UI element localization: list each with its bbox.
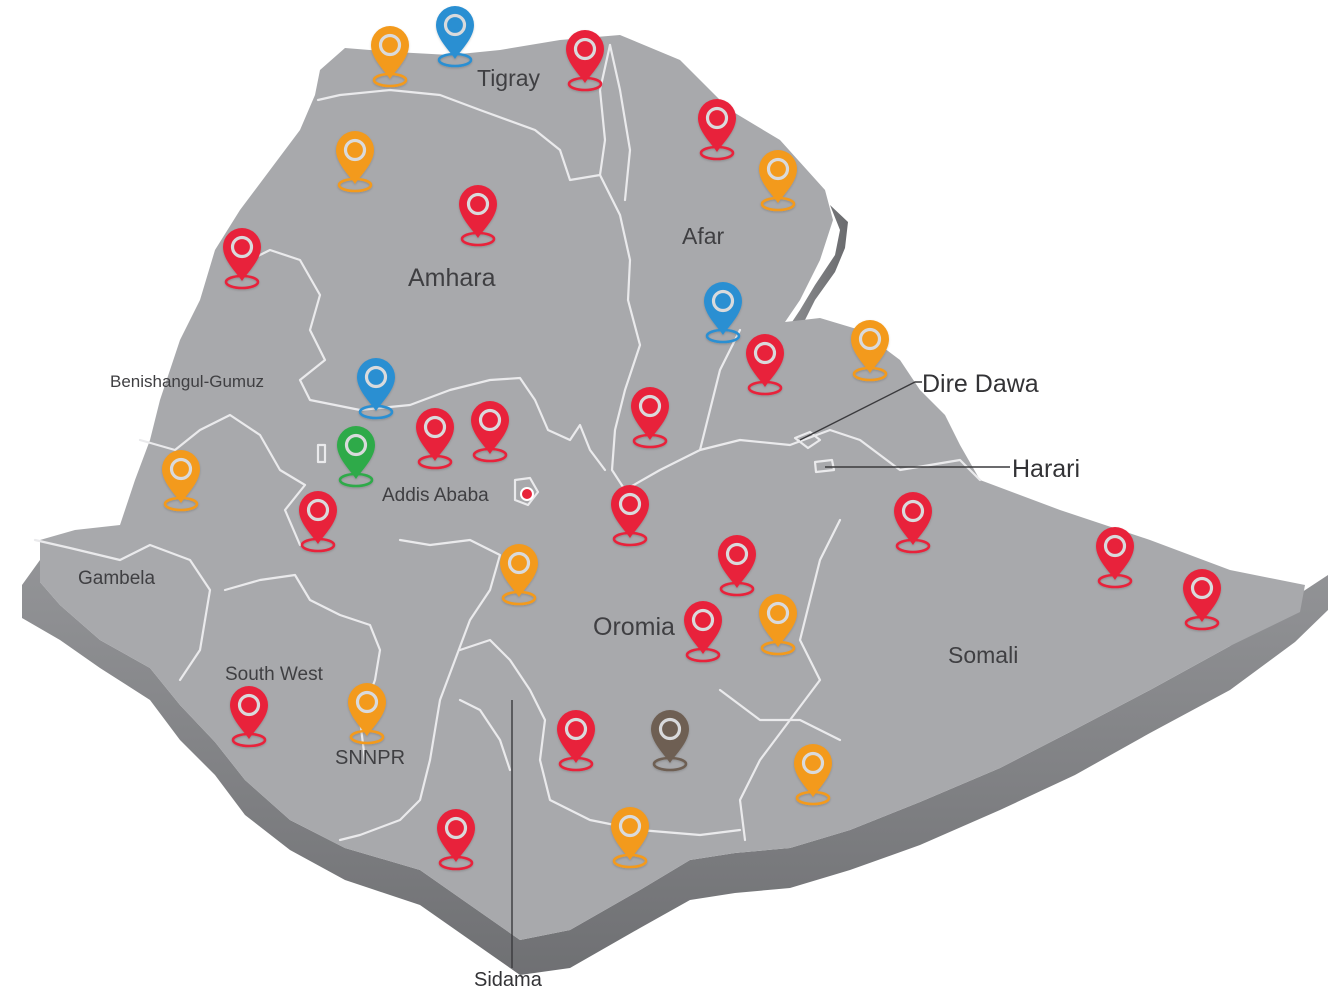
- red-location-pin-icon: [557, 710, 595, 772]
- red-location-pin-icon: [894, 492, 932, 554]
- red-location-pin-icon: [1183, 569, 1221, 631]
- region-label-south-west: South West: [225, 664, 324, 685]
- region-label-snnpr: SNNPR: [335, 747, 405, 769]
- red-location-pin-icon: [718, 535, 756, 597]
- region-label-gambela: Gambela: [78, 568, 156, 589]
- orange-location-pin-icon: [371, 26, 409, 88]
- region-label-amhara: Amhara: [408, 264, 496, 292]
- blue-location-pin-icon: [357, 358, 395, 420]
- region-label-tigray: Tigray: [477, 65, 541, 91]
- callout-labels: Dire Dawa Harari Sidama: [474, 370, 1080, 991]
- red-location-pin-icon: [684, 601, 722, 663]
- red-location-pin-icon: [223, 228, 261, 290]
- capital-dot: [520, 487, 534, 501]
- orange-location-pin-icon: [794, 744, 832, 806]
- map-extrusion: [22, 205, 1328, 975]
- red-location-pin-icon: [459, 185, 497, 247]
- region-label-addis-ababa: Addis Ababa: [382, 485, 489, 506]
- red-location-pin-icon: [1096, 527, 1134, 589]
- land-top: [40, 35, 1305, 940]
- orange-location-pin-icon: [500, 544, 538, 606]
- orange-location-pin-icon: [162, 450, 200, 512]
- red-location-pin-icon: [698, 99, 736, 161]
- red-location-pin-icon: [631, 387, 669, 449]
- location-markers: [162, 6, 1221, 871]
- orange-location-pin-icon: [759, 594, 797, 656]
- region-label-benishangul-gumuz: Benishangul-Gumuz: [110, 372, 264, 391]
- callout-label-sidama: Sidama: [474, 969, 543, 991]
- region-label-oromia: Oromia: [593, 613, 675, 641]
- callout-label-dire-dawa: Dire Dawa: [922, 370, 1039, 398]
- red-location-pin-icon: [746, 334, 784, 396]
- red-location-pin-icon: [416, 408, 454, 470]
- red-location-pin-icon: [299, 491, 337, 553]
- orange-location-pin-icon: [348, 683, 386, 745]
- red-location-pin-icon: [230, 686, 268, 748]
- blue-location-pin-icon: [436, 6, 474, 68]
- red-location-pin-icon: [437, 809, 475, 871]
- callout-label-harari: Harari: [1012, 455, 1080, 483]
- orange-location-pin-icon: [759, 150, 797, 212]
- orange-location-pin-icon: [611, 807, 649, 869]
- blue-location-pin-icon: [704, 282, 742, 344]
- land-side-east-escarpment: [790, 205, 848, 330]
- orange-location-pin-icon: [336, 131, 374, 193]
- region-label-somali: Somali: [948, 642, 1018, 668]
- red-location-pin-icon: [611, 485, 649, 547]
- region-labels: Tigray Afar Amhara Benishangul-Gumuz Add…: [78, 65, 1018, 769]
- callout-lines: [511, 381, 1010, 968]
- red-location-pin-icon: [566, 30, 604, 92]
- red-location-pin-icon: [471, 401, 509, 463]
- orange-location-pin-icon: [851, 320, 889, 382]
- land-side: [22, 560, 1328, 975]
- region-label-afar: Afar: [682, 223, 725, 249]
- brown-location-pin-icon: [651, 710, 689, 772]
- region-boundaries: [33, 43, 982, 842]
- green-location-pin-icon: [337, 426, 375, 488]
